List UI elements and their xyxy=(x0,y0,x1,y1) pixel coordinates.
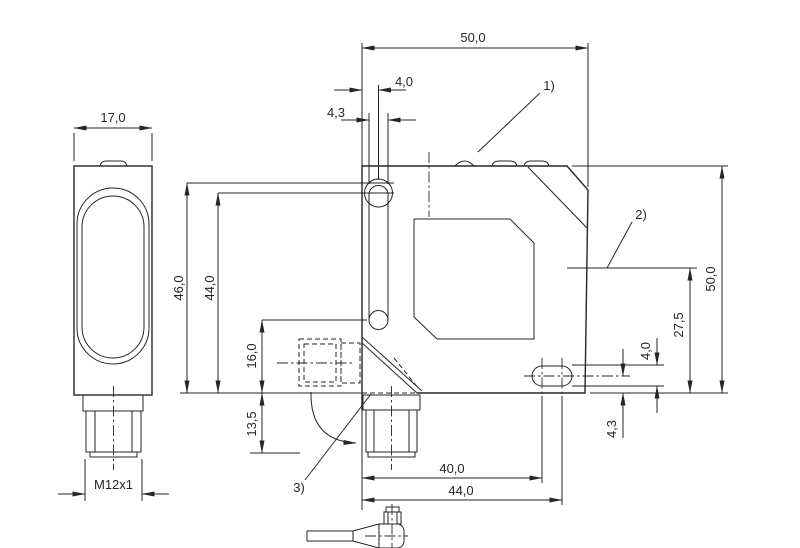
connector-alt-position xyxy=(277,338,361,387)
led-dome xyxy=(454,160,475,167)
side-view: 17,0 M12x1 xyxy=(58,110,169,501)
dim-label-40-0: 40,0 xyxy=(439,461,464,476)
dim-label-27-5: 27,5 xyxy=(671,312,686,337)
front-corner-bevel xyxy=(527,166,588,229)
dims-top: 50,0 4,0 4,3 xyxy=(327,30,589,187)
front-mounting-slot-right xyxy=(524,358,630,394)
accessory-nut xyxy=(383,511,402,525)
front-top-controls xyxy=(454,160,550,167)
dim-label-m12x1: M12x1 xyxy=(94,477,133,492)
front-view xyxy=(277,152,630,470)
side-connector xyxy=(82,386,144,470)
dim-label-44-0-left: 44,0 xyxy=(202,275,217,300)
side-lens-inner xyxy=(81,195,145,359)
dim-label-13-5: 13,5 xyxy=(244,411,259,436)
front-housing-outline xyxy=(361,165,589,410)
note-2-label: 2) xyxy=(635,207,647,222)
dim-label-50-right: 50,0 xyxy=(703,266,718,291)
button-1 xyxy=(491,160,518,167)
dim-side-width: 17,0 xyxy=(73,110,153,161)
dim-label-46-0: 46,0 xyxy=(171,275,186,300)
dim-label-4-0-right: 4,0 xyxy=(638,342,653,360)
callouts: 1) 2) 3) xyxy=(293,78,647,495)
rotation-arrow xyxy=(310,391,357,445)
side-lens-outer xyxy=(76,187,150,365)
front-connector xyxy=(362,386,421,470)
dims-bottom: 40,0 44,0 xyxy=(361,396,563,510)
note-3-label: 3) xyxy=(293,480,305,495)
dim-label-4-3-top: 4,3 xyxy=(327,105,345,120)
dims-right: 50,0 27,5 4,0 4,3 xyxy=(572,165,728,438)
dim-label-44-0-bottom: 44,0 xyxy=(448,483,473,498)
accessory-cable-connector xyxy=(306,504,408,548)
dim-label-16-0: 16,0 xyxy=(244,343,259,368)
side-top-button xyxy=(99,160,128,167)
button-2 xyxy=(523,160,550,167)
note-1-label: 1) xyxy=(543,78,555,93)
connector-pivot-wedge xyxy=(361,336,423,394)
dim-label-4-0-top: 4,0 xyxy=(395,74,413,89)
dim-label-50-top: 50,0 xyxy=(460,30,485,45)
dim-label-4-3-right: 4,3 xyxy=(604,420,619,438)
dim-label-17-0: 17,0 xyxy=(100,110,125,125)
dim-m12-thread: M12x1 xyxy=(58,459,169,501)
front-lens-window xyxy=(413,218,535,340)
dims-left: 46,0 44,0 16,0 13,5 xyxy=(171,182,394,454)
front-mounting-slot-left xyxy=(364,178,393,330)
